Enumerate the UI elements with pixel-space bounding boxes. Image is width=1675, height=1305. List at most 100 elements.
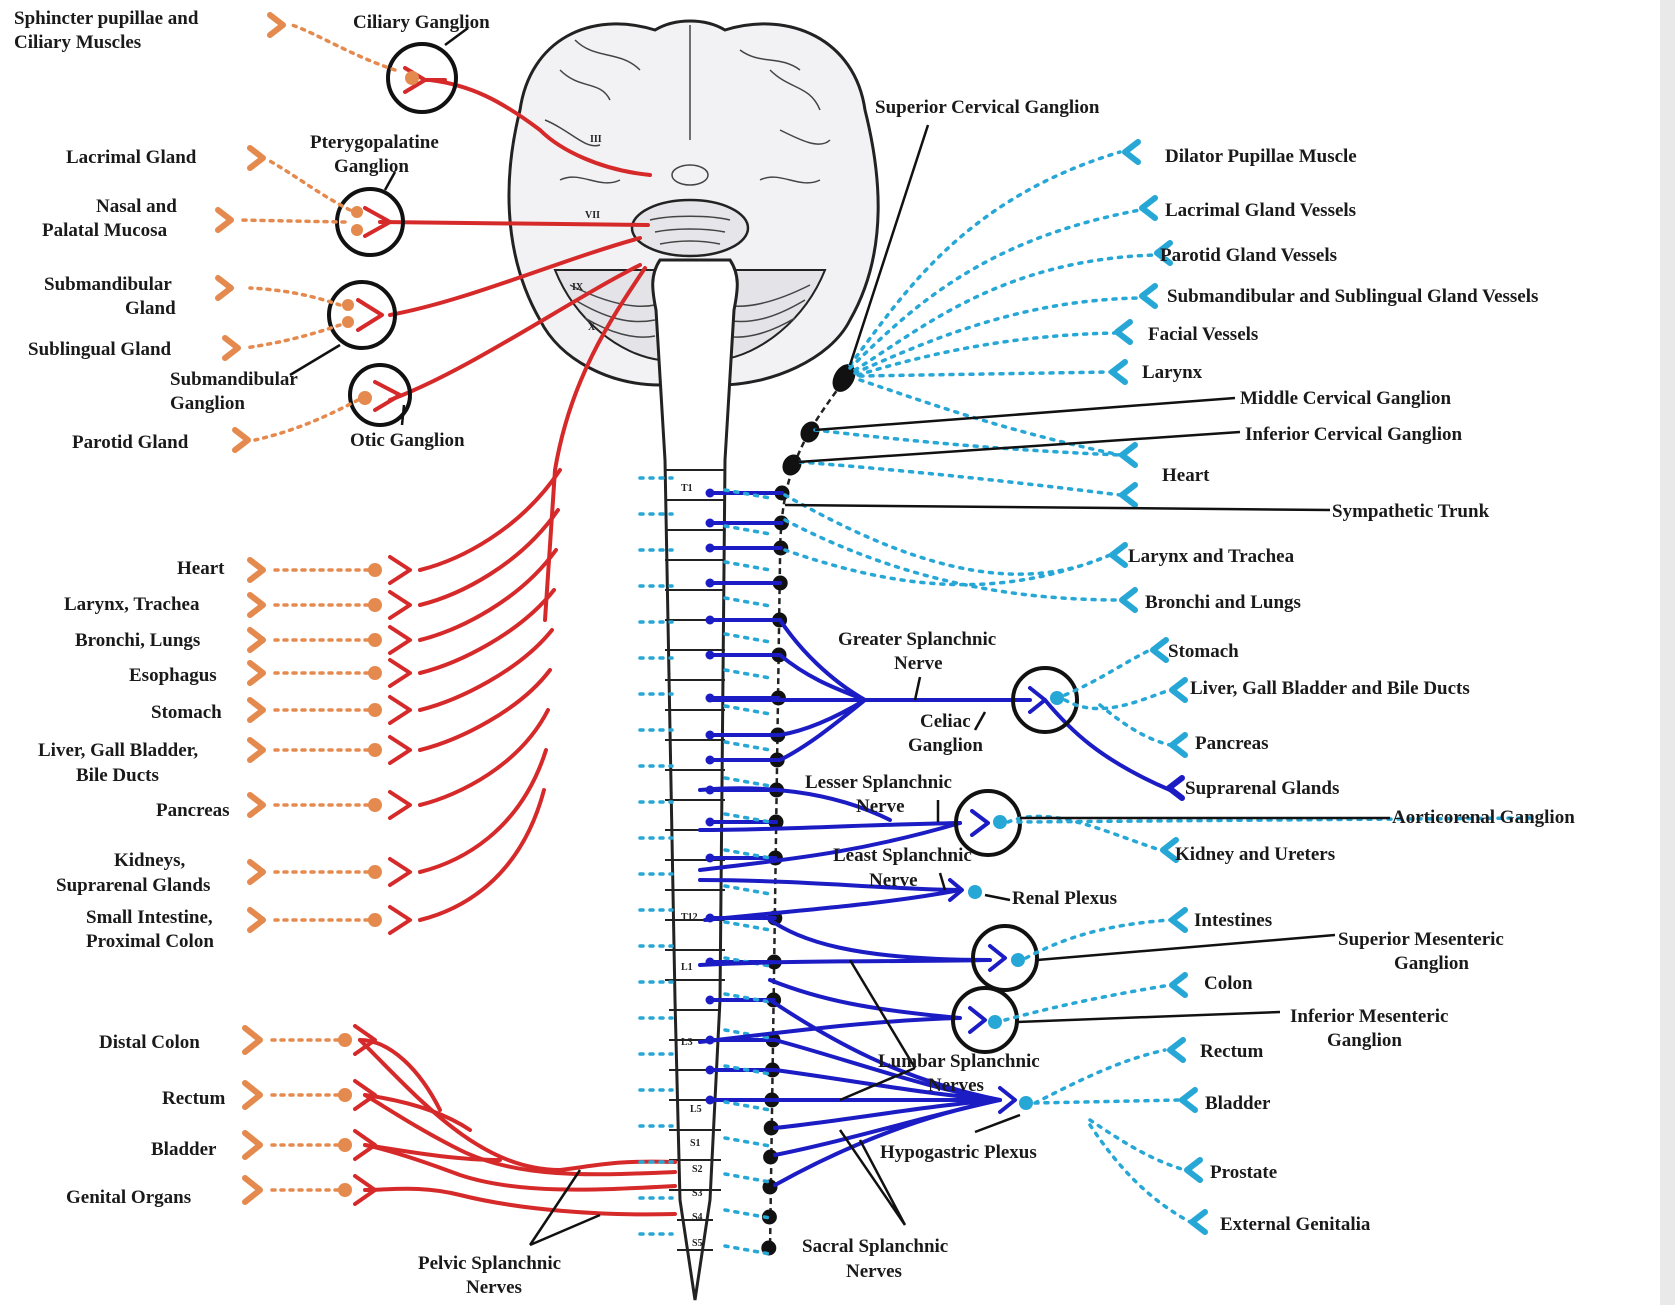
vagus-ganglion-dot [368, 798, 382, 812]
ramus-dotted-right [725, 1138, 770, 1146]
ciliary-ganglion-label: Ciliary Ganglion [353, 12, 490, 33]
lacrimal-gland-label: Lacrimal Gland [66, 147, 197, 168]
superior-mesenteric-label-2: Ganglion [1394, 953, 1469, 974]
larynx-label: Larynx [1142, 362, 1203, 383]
sympathetic-trunk-pointer [785, 505, 1330, 510]
facial-vessels-target-chevron [1117, 322, 1130, 342]
submandibular-vessels-label: Submandibular and Sublingual Gland Vesse… [1167, 286, 1538, 307]
submandibular-ganglion-label-2: Ganglion [170, 393, 245, 414]
inferior-cervical-label: Inferior Cervical Ganglion [1245, 424, 1463, 445]
parotid-gland-label: Parotid Gland [72, 432, 189, 453]
celiac-label-2: Ganglion [908, 735, 983, 756]
lumbar-splanchnic-label-2: Nerves [928, 1075, 984, 1096]
lacrimal-target-chevron [250, 148, 263, 168]
vagus-branch [420, 630, 552, 710]
sublingual-postganglionic [245, 325, 340, 348]
left-rectum-label: Rectum [162, 1088, 225, 1109]
pelvic-ganglion-dot [338, 1088, 352, 1102]
sacral-splanchnic-label-2: Nerves [846, 1261, 902, 1282]
celiac-postganglionic [1065, 650, 1170, 745]
im-postganglionic [1005, 985, 1170, 1020]
otic-synapse [375, 382, 400, 410]
renal-plexus-label: Renal Plexus [1012, 888, 1117, 909]
cranial-nerve-mark: X [588, 322, 596, 333]
submandibular-dot [342, 299, 354, 311]
preganglionic-origin [706, 1066, 715, 1075]
lesser-splanchnic-label: Lesser Splanchnic [805, 772, 952, 793]
right-bladder-label: Bladder [1205, 1093, 1271, 1114]
lesser-splanchnic-label-2: Nerve [856, 796, 905, 817]
intestines-label: Intestines [1194, 910, 1272, 931]
submandibular-postganglionic [250, 288, 340, 305]
hypogastric-synapse [1000, 1088, 1015, 1112]
genitalia-target-chevron [1192, 1212, 1205, 1232]
pelvic-ganglion-dot [338, 1033, 352, 1047]
brainstem [632, 200, 748, 256]
bronchi-lungs-label: Bronchi and Lungs [1145, 592, 1301, 613]
ramus-dotted-right [725, 670, 770, 678]
right-edge-bar [1660, 0, 1675, 1305]
superior-cervical-ganglion [828, 360, 860, 396]
preganglionic-origin [706, 489, 715, 498]
chain-ganglion [763, 1150, 778, 1165]
greater-splanchnic-label: Greater Splanchnic [838, 629, 996, 650]
preganglionic-origin [706, 1096, 715, 1105]
vagus-ganglion-dot [368, 703, 382, 717]
sm-postganglionic [1026, 920, 1170, 958]
preganglionic-origin [706, 579, 715, 588]
vagus-branches [390, 470, 560, 933]
prostate-target-chevron [1187, 1160, 1200, 1180]
submandibular-ganglion-label: Submandibular [170, 369, 298, 390]
nasal-label-2: Palatal Mucosa [42, 220, 168, 241]
renal-plexus-dot [968, 885, 982, 899]
ramus-dotted-right [725, 778, 770, 786]
left-small-intestine-label: Small Intestine, [86, 907, 213, 928]
cardiac-fiber [800, 430, 1120, 495]
vagus-branch [420, 510, 558, 605]
right-stomach-label: Stomach [1168, 641, 1239, 662]
heart-target-chevron [1122, 445, 1135, 465]
ramus-dotted-right [725, 526, 770, 534]
left-small-intestine-label-2: Proximal Colon [86, 931, 214, 952]
left-bronchi-label: Bronchi, Lungs [75, 630, 200, 651]
dilator-fiber [850, 152, 1120, 365]
liver-target-chevron [1172, 680, 1185, 700]
sublingual-gland-label: Sublingual Gland [28, 339, 172, 360]
vertebra-label: T12 [681, 912, 698, 923]
pelvic-target-chevron [245, 1178, 260, 1202]
ramus-dotted-right [725, 598, 770, 606]
pelvic-bundle [360, 1040, 500, 1160]
bladder-target-chevron [1182, 1090, 1195, 1110]
vertebra-label: S4 [692, 1212, 703, 1223]
external-genitalia-label: External Genitalia [1220, 1214, 1371, 1235]
aorticorenal-dot [993, 815, 1007, 829]
submandibular-vessels-fiber [855, 298, 1140, 373]
right-pancreas-label: Pancreas [1195, 733, 1269, 754]
vertebra-label: T1 [681, 483, 693, 494]
parotid-vessels-label: Parotid Gland Vessels [1160, 245, 1337, 266]
vertebra-label: L3 [681, 1037, 693, 1048]
pelvic-targets [245, 1028, 352, 1202]
pterygopalatine-label: Pterygopalatine [310, 132, 439, 153]
vagus-ganglion-dot [368, 633, 382, 647]
otic-ganglion-label: Otic Ganglion [350, 430, 465, 451]
vagus-target-chevron [250, 595, 263, 615]
celiac-label: Celiac [920, 711, 971, 732]
otic-dot [358, 391, 372, 405]
facial-vessels-label: Facial Vessels [1148, 324, 1258, 345]
sacral-splanchnic-label: Sacral Splanchnic [802, 1236, 948, 1257]
suprarenal-label: Suprarenal Glands [1185, 778, 1339, 799]
ramus-dotted-right [725, 1174, 770, 1182]
left-liver-label-2: Bile Ducts [76, 765, 159, 786]
ramus-dotted-right [725, 706, 770, 714]
greater-splanchnic-pointer [915, 677, 920, 700]
vagus-target-chevron [250, 795, 263, 815]
inferior-mesenteric-synapse [970, 1008, 985, 1032]
colon-label: Colon [1204, 973, 1253, 994]
pancreas-target-chevron [1172, 735, 1185, 755]
submandibular-ganglion-ring [329, 282, 395, 348]
submandibular-target-chevron [218, 278, 231, 298]
sphincter-label: Sphincter pupillae and [14, 8, 199, 29]
vagus-target-chevron [250, 862, 263, 882]
